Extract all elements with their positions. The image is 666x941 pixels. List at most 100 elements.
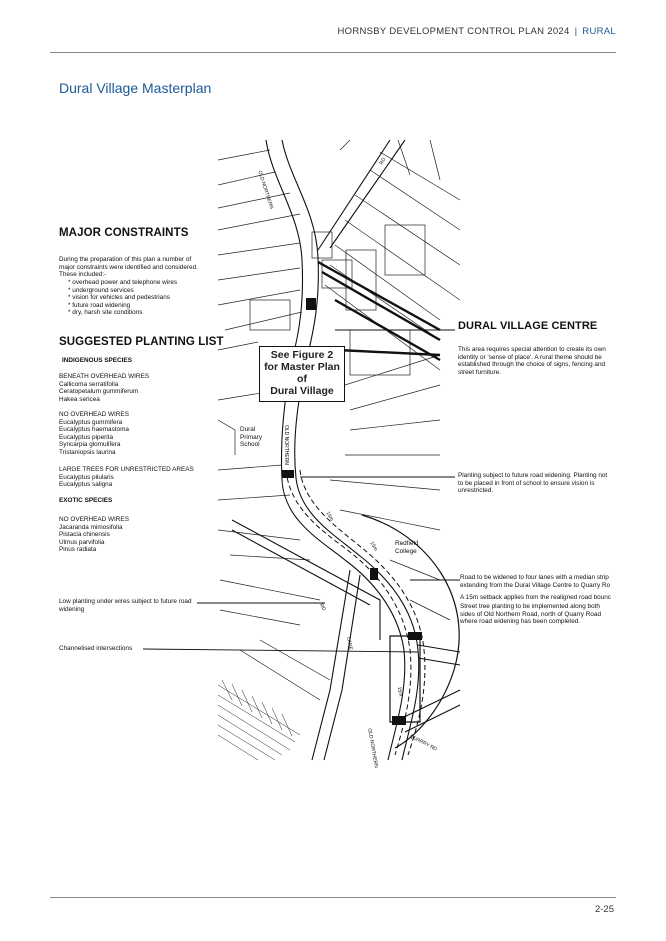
leader-line bbox=[142, 648, 419, 653]
lane-road-edge bbox=[311, 569, 351, 761]
building bbox=[321, 259, 353, 289]
lane-road-edge bbox=[231, 519, 381, 640]
lane-road-edge bbox=[231, 529, 371, 606]
lot-line bbox=[218, 419, 236, 455]
constraints-intro: During the preparation of this plan a nu… bbox=[59, 256, 198, 279]
species-item: Eucalyptus saligna bbox=[59, 481, 113, 489]
document-title: HORNSBY DEVELOPMENT CONTROL PLAN 2024 bbox=[337, 26, 570, 37]
species-item: Pinus radiata bbox=[59, 546, 97, 554]
header-separator: | bbox=[574, 26, 578, 37]
species-item: Eucalyptus gummifera bbox=[59, 418, 123, 426]
lot-line bbox=[389, 559, 441, 581]
widening-zone-outline bbox=[389, 635, 421, 723]
constraint-item: * underground services bbox=[68, 286, 134, 294]
lot-line bbox=[344, 354, 441, 386]
setback-line bbox=[299, 469, 426, 756]
species-item: Ulmus parvifolia bbox=[59, 538, 105, 546]
setback-note: A 15m setback applies from the realigned… bbox=[460, 594, 611, 601]
building bbox=[345, 249, 377, 311]
footer-rule bbox=[50, 897, 616, 898]
lot-line bbox=[218, 289, 301, 306]
exotic-heading: EXOTIC SPECIES bbox=[59, 497, 113, 504]
species-item: Tristaniopsis laurina bbox=[59, 448, 116, 456]
lot-line bbox=[218, 267, 301, 281]
school-planting-note: Planting subject to future road widening… bbox=[458, 472, 608, 495]
lot-line bbox=[379, 151, 460, 201]
street-trees-note: Street tree planting to be implemented a… bbox=[460, 603, 602, 626]
species-item: Hakea sericea bbox=[59, 395, 100, 403]
road-label-old-northern-mid: OLD NORTHERN bbox=[283, 425, 289, 465]
constraint-item: * vision for vehicles and pedestrians bbox=[68, 294, 170, 302]
indigenous-heading: INDIGENOUS SPECIES bbox=[62, 357, 132, 364]
intersection-marker bbox=[370, 568, 378, 580]
college-label: Redfield College bbox=[395, 540, 419, 555]
lot-line bbox=[218, 192, 291, 209]
lot-line bbox=[329, 264, 441, 341]
lot-line bbox=[218, 213, 301, 231]
species-item: Syncarpia glomulifera bbox=[59, 441, 121, 449]
header-rule bbox=[50, 52, 616, 53]
list-heading: NO OVERHEAD WIRES bbox=[59, 411, 129, 418]
heavy-boundary-line bbox=[321, 270, 441, 342]
lot-line bbox=[259, 639, 331, 681]
lot-line bbox=[239, 649, 321, 701]
large-trees-list: LARGE TREES FOR UNRESTRICTED AREAS Eucal… bbox=[59, 466, 194, 489]
lot-line bbox=[218, 464, 283, 471]
setback-line bbox=[285, 469, 412, 756]
lane-road-edge bbox=[323, 574, 361, 761]
exotic-list: NO OVERHEAD WIRES Jacaranda mimosifolia … bbox=[59, 516, 129, 554]
species-item: Eucalyptus piperita bbox=[59, 433, 113, 441]
species-item: Eucalyptus haemastoma bbox=[59, 426, 129, 434]
school-label: Dural Primary School bbox=[240, 426, 263, 449]
cross-road-edge bbox=[329, 139, 406, 249]
lot-line bbox=[339, 509, 441, 531]
section-name: RURAL bbox=[582, 26, 616, 37]
figure-reference-box: See Figure 2 for Master Plan of Dural Vi… bbox=[259, 346, 345, 402]
heavy-boundary-line bbox=[337, 348, 441, 357]
constraint-item: * overhead power and telephone wires bbox=[68, 279, 178, 286]
constraint-item: * dry, harsh site conditions bbox=[68, 309, 143, 317]
lot-line bbox=[429, 140, 441, 181]
constraint-item: * future road widening bbox=[68, 301, 131, 309]
page-header: HORNSBY DEVELOPMENT CONTROL PLAN 2024 | … bbox=[337, 26, 616, 37]
setback-arc bbox=[361, 514, 460, 749]
village-centre-text: This area requires special attention to … bbox=[458, 346, 606, 376]
planting-heading: SUGGESTED PLANTING LIST bbox=[59, 336, 224, 348]
quarry-road-edge bbox=[404, 704, 461, 733]
lot-line bbox=[329, 479, 441, 491]
lot-line bbox=[224, 311, 303, 331]
lot-line bbox=[349, 419, 441, 431]
side-road-edge bbox=[417, 644, 461, 653]
lot-line bbox=[354, 194, 460, 266]
list-heading: LARGE TREES FOR UNRESTRICTED AREAS bbox=[59, 466, 194, 473]
road-label-15m-c: 15m bbox=[395, 686, 404, 697]
lot-line bbox=[218, 171, 276, 186]
lot-line bbox=[218, 242, 301, 256]
species-item: Jacaranda mimosifolia bbox=[59, 523, 123, 531]
page-number: 2-25 bbox=[594, 904, 614, 915]
constraints-heading: MAJOR CONSTRAINTS bbox=[59, 227, 189, 239]
constraints-list: * overhead power and telephone wires * u… bbox=[68, 279, 177, 317]
lot-line bbox=[229, 554, 311, 561]
species-item: Eucalyptus pilularis bbox=[59, 473, 114, 481]
list-heading: NO OVERHEAD WIRES bbox=[59, 516, 129, 523]
lot-line bbox=[218, 341, 259, 351]
lot-line bbox=[339, 140, 351, 151]
heavy-boundary-line bbox=[317, 260, 441, 332]
lot-line bbox=[219, 609, 301, 626]
old-northern-road-east-edge bbox=[281, 139, 420, 761]
list-heading: BENEATH OVERHEAD WIRES bbox=[59, 373, 150, 380]
channelised-note: Channelised intersections bbox=[59, 645, 133, 652]
lot-line bbox=[344, 219, 460, 301]
lot-line bbox=[218, 149, 271, 161]
no-wires-list: NO OVERHEAD WIRES Eucalyptus gummifera E… bbox=[59, 411, 129, 457]
road-widening-note: Road to be widened to four lanes with a … bbox=[460, 574, 611, 589]
lot-line bbox=[409, 599, 451, 621]
page-title: Dural Village Masterplan bbox=[59, 80, 212, 96]
beneath-wires-list: BENEATH OVERHEAD WIRES Callicoma serrati… bbox=[59, 373, 149, 403]
lot-line bbox=[369, 169, 460, 231]
quarry-road-edge bbox=[397, 689, 461, 721]
building bbox=[249, 299, 291, 331]
intersection-marker bbox=[282, 470, 294, 478]
